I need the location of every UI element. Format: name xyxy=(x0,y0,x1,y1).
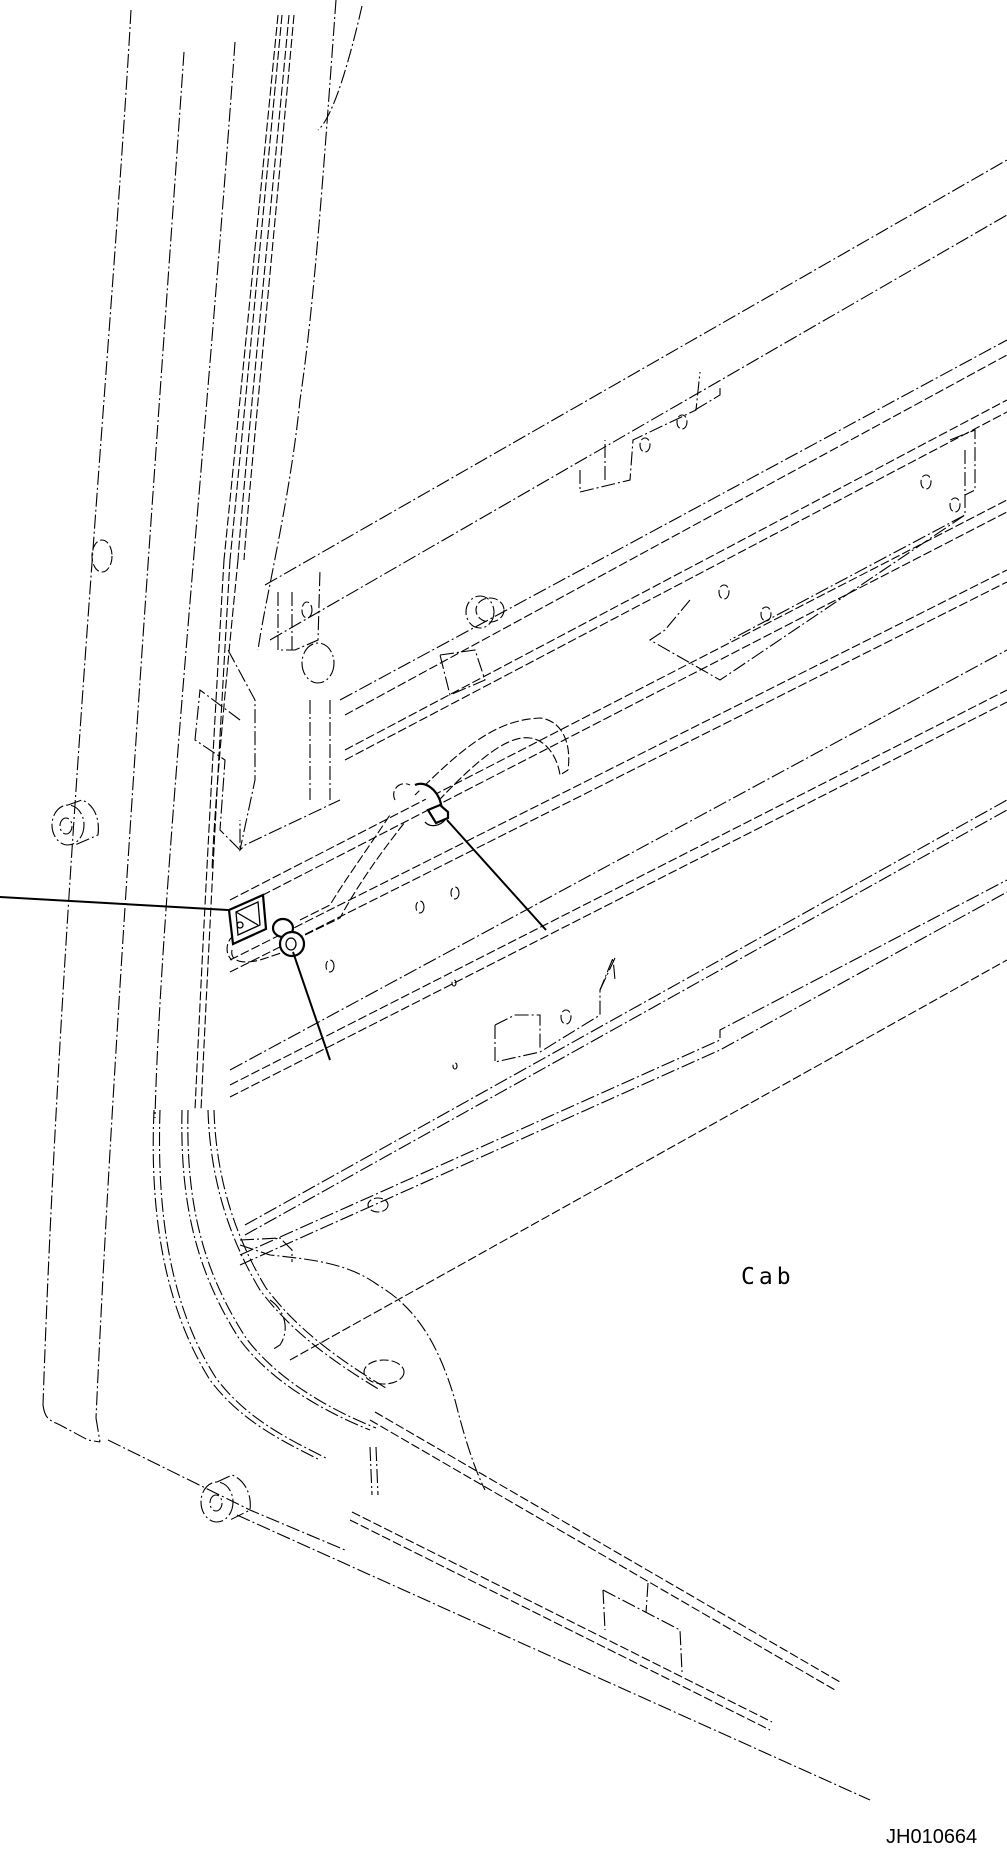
figure-id: JH010664 xyxy=(886,1826,978,1848)
pillar-bracket xyxy=(194,569,495,852)
leader-clip-plate xyxy=(0,896,229,911)
lower-rubber-stopper xyxy=(200,1474,251,1523)
right-bracket xyxy=(648,429,976,681)
hose-clamp-upper-part xyxy=(414,782,450,827)
lower-pillar-curve xyxy=(42,1109,871,1801)
lower-bracket xyxy=(494,957,616,1063)
upper-bracket xyxy=(579,371,721,493)
holes xyxy=(91,539,505,1385)
floor-outline xyxy=(239,1237,486,1491)
upper-rubber-stopper xyxy=(51,799,99,846)
leader-lines xyxy=(0,819,547,1061)
left-pillar-lines xyxy=(42,0,363,1419)
leader-hose-clamp-upper xyxy=(446,819,547,931)
hose-clamp-lower-part xyxy=(271,917,306,958)
leader-hose-clamp-lower xyxy=(292,951,331,1061)
clip-plate-part xyxy=(227,893,268,946)
horizontal-rails xyxy=(229,159,1007,1361)
hose xyxy=(226,717,570,963)
sill-rails xyxy=(349,1411,841,1731)
cab-label: Cab xyxy=(741,1264,795,1290)
